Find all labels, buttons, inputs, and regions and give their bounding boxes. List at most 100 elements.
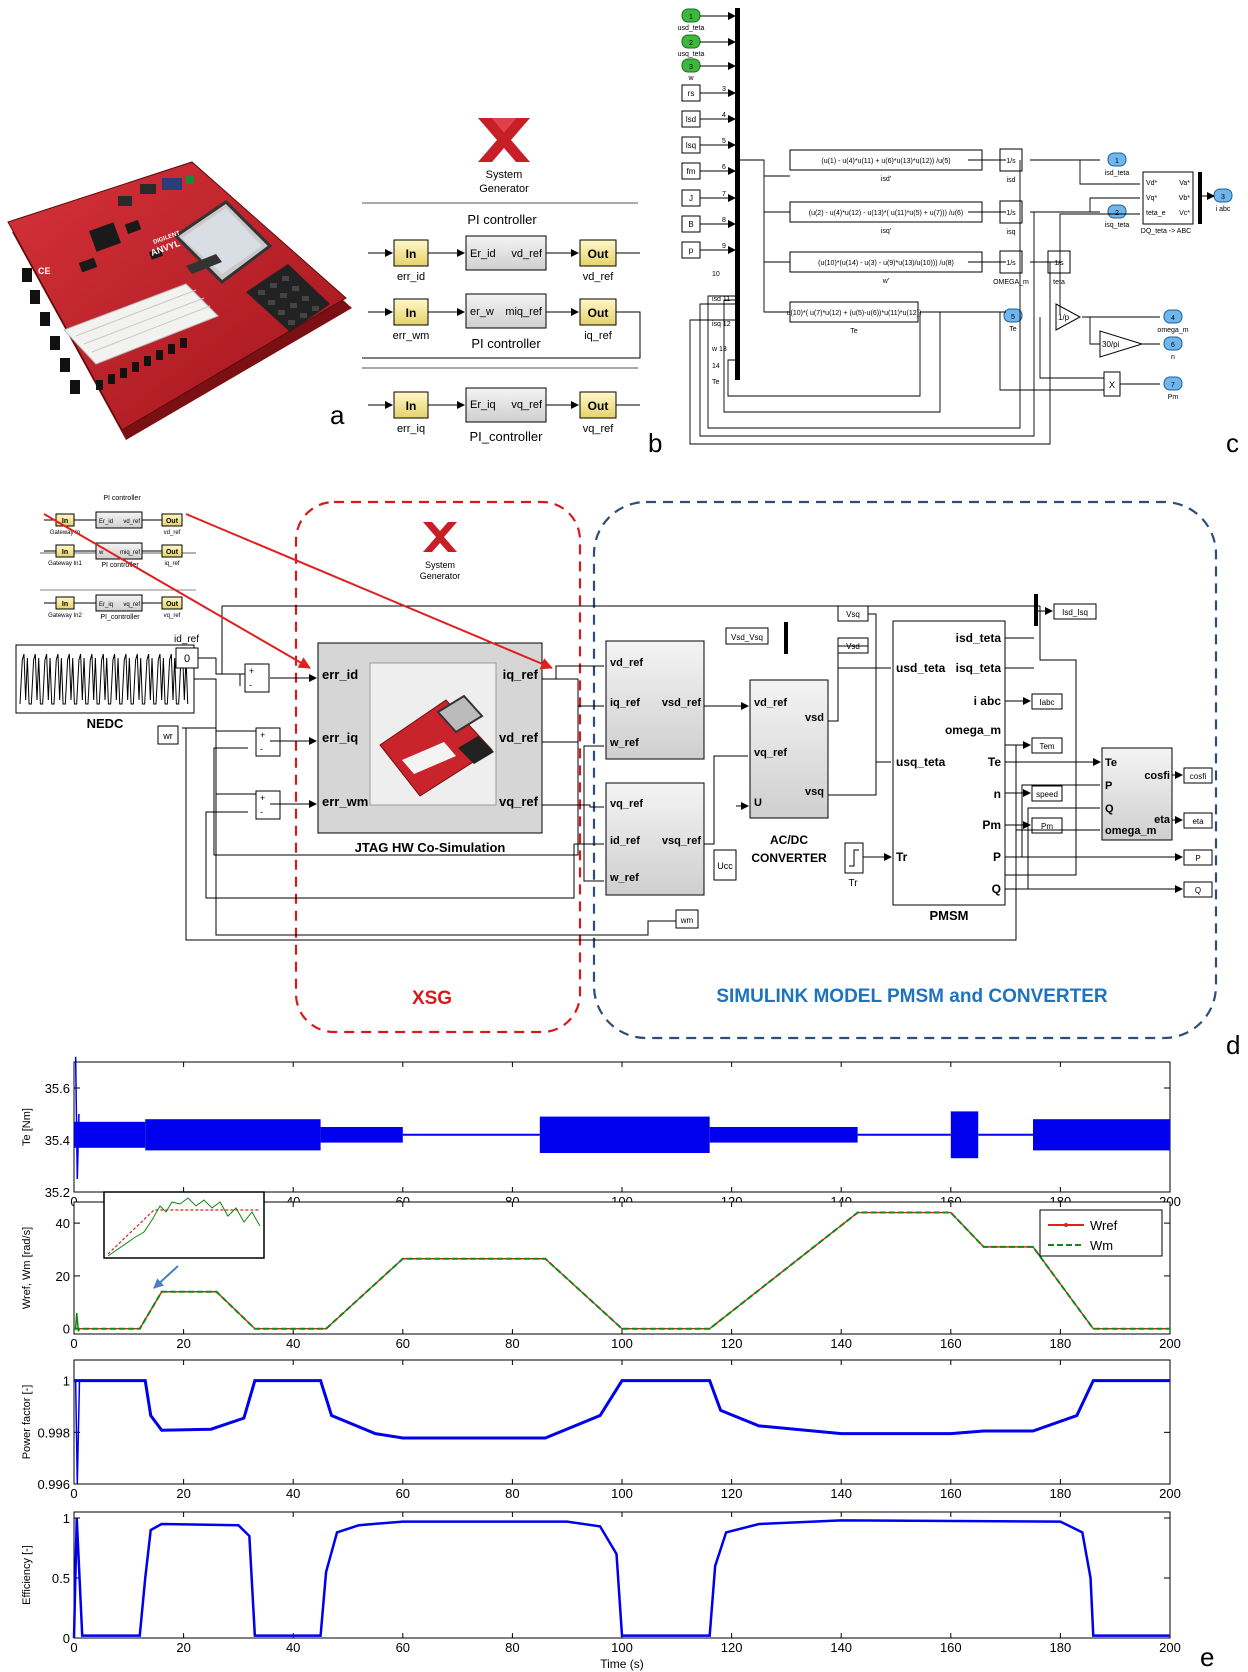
mux-bar bbox=[735, 8, 740, 380]
x-tick-label: 200 bbox=[1159, 1336, 1181, 1351]
gateway-out-text: Out bbox=[588, 247, 609, 261]
eff-port: P bbox=[1105, 780, 1112, 792]
y-axis-label: Power factor [-] bbox=[21, 1385, 33, 1460]
jtag-port-in: err_iq bbox=[322, 730, 358, 745]
x-tick-label: 0 bbox=[70, 1336, 77, 1351]
mini-header: PI controller bbox=[103, 495, 141, 502]
sum-sign: + bbox=[260, 793, 265, 803]
mini-port: Er_iq bbox=[99, 602, 113, 608]
x-tick-label: 80 bbox=[505, 1336, 519, 1351]
sysgen-line2: Generator bbox=[479, 183, 529, 195]
bus-index: 14 bbox=[712, 363, 720, 370]
jtag-port-in: err_wm bbox=[322, 794, 368, 809]
outport-number: 6 bbox=[1171, 342, 1175, 349]
sum-sign: - bbox=[260, 807, 263, 817]
inport-label: usd_teta bbox=[678, 25, 705, 32]
inport-label: usq_teta bbox=[678, 51, 705, 58]
y-tick-label: 0.5 bbox=[52, 1571, 70, 1586]
sub2-port: id_ref bbox=[610, 835, 640, 847]
fcn-expression: (u(10)*(u(14) - u(3) - u(9)*u(13)/u(10))… bbox=[818, 260, 954, 267]
pmsm-out-port: omega_m bbox=[945, 723, 1001, 737]
mini-out-label: iq_ref bbox=[164, 561, 179, 567]
const-zero-text: 0 bbox=[184, 653, 190, 665]
dq-port: teta_e bbox=[1146, 210, 1166, 217]
x-tick-label: 180 bbox=[1050, 1640, 1072, 1655]
legend-label: Wref bbox=[1090, 1218, 1118, 1233]
pmsm-label: PMSM bbox=[930, 908, 969, 923]
bus-index: isq 12 bbox=[712, 321, 731, 328]
mini-port: vq_ref bbox=[123, 602, 140, 608]
sysgen-line1: System bbox=[486, 169, 523, 181]
port-out-text: vq_ref bbox=[511, 399, 543, 411]
panel-label-d: d bbox=[1226, 1030, 1240, 1060]
mini-out-label: vq_ref bbox=[164, 613, 181, 619]
x-tick-label: 120 bbox=[721, 1486, 743, 1501]
xilinx-logo-small bbox=[423, 522, 457, 552]
pmsm-out-port: Q bbox=[992, 882, 1001, 896]
mini-sub-label: PI_controller bbox=[100, 614, 140, 621]
mini-out-text: Out bbox=[166, 601, 179, 608]
y-tick-label: 1 bbox=[63, 1374, 70, 1389]
simulink-label: SIMULINK MODEL PMSM and CONVERTER bbox=[716, 986, 1108, 1007]
gateway-in-label: err_iq bbox=[397, 423, 425, 435]
sum-sign: + bbox=[260, 730, 265, 740]
mini-in-label: Gateway In2 bbox=[48, 613, 82, 619]
mini-in-label: Gateway In1 bbox=[48, 561, 82, 567]
x-tick-label: 20 bbox=[176, 1336, 190, 1351]
pmsm-out-port: Te bbox=[988, 755, 1001, 769]
x-tick-label: 180 bbox=[1050, 1486, 1072, 1501]
eff-port: Q bbox=[1105, 803, 1114, 815]
gateway-out-text: Out bbox=[588, 399, 609, 413]
x-tick-label: 60 bbox=[396, 1336, 410, 1351]
mini-out-label: vd_ref bbox=[164, 530, 181, 536]
gateway-in-label: err_id bbox=[397, 271, 425, 283]
fcn-label: isq' bbox=[881, 228, 891, 235]
constant-name: lsd bbox=[686, 115, 696, 124]
outport-label: Te bbox=[1009, 326, 1017, 333]
outport-number: 3 bbox=[1221, 194, 1225, 201]
zoom-inset bbox=[104, 1192, 264, 1258]
x-tick-label: 180 bbox=[1050, 1336, 1072, 1351]
x-tick-label: 140 bbox=[830, 1640, 852, 1655]
te-ripple-band bbox=[145, 1119, 320, 1150]
x-axis-label: Time (s) bbox=[600, 1657, 644, 1671]
x-tick-label: 0 bbox=[70, 1640, 77, 1655]
goto-text: Tem bbox=[1039, 742, 1054, 751]
gateway-out-label: iq_ref bbox=[584, 330, 612, 342]
x-tick-label: 160 bbox=[940, 1336, 962, 1351]
gateway-out-label: vq_ref bbox=[583, 423, 615, 435]
conv-port: vd_ref bbox=[754, 697, 787, 709]
pi-header: PI controller bbox=[467, 212, 537, 227]
gateway-in-label: err_wm bbox=[393, 330, 430, 342]
port-in-text: er_w bbox=[470, 306, 494, 318]
ucc-text: Ucc bbox=[717, 861, 733, 871]
integrator-label: OMEGA_m bbox=[993, 279, 1029, 286]
mini-port: w bbox=[98, 550, 104, 556]
conv-port: vq_ref bbox=[754, 747, 787, 759]
integrator-text: 1/s bbox=[1006, 158, 1016, 165]
mini-in-text: In bbox=[62, 601, 68, 608]
pmsm-port: usq_teta bbox=[896, 755, 946, 769]
sum-sign: - bbox=[260, 744, 263, 754]
fcn-label: isd' bbox=[881, 176, 891, 183]
conv-port: vsq bbox=[805, 786, 824, 798]
outport-label: isd_teta bbox=[1105, 170, 1130, 177]
x-tick-label: 120 bbox=[721, 1336, 743, 1351]
x-tick-label: 160 bbox=[940, 1640, 962, 1655]
pmsm-port: usd_teta bbox=[896, 661, 946, 675]
inport-label: w bbox=[687, 75, 694, 82]
y-tick-label: 35.2 bbox=[45, 1185, 70, 1200]
outport-label: n bbox=[1171, 354, 1175, 361]
pmsm-out-port: P bbox=[993, 850, 1001, 864]
bus-index: 7 bbox=[722, 191, 726, 198]
product-text: X bbox=[1109, 380, 1115, 390]
dq-port: Vd* bbox=[1146, 180, 1158, 187]
bus-index: 6 bbox=[722, 164, 726, 171]
x-tick-label: 20 bbox=[176, 1640, 190, 1655]
sub2-out: vsq_ref bbox=[662, 835, 701, 847]
chart-3: 0204060801001201401601802000.9960.9981Po… bbox=[21, 1360, 1181, 1501]
y-axis-label: Wref, Wm [rad/s] bbox=[21, 1227, 33, 1309]
fcn-expression: u(10)*( u(7)*u(12) + (u(5)-u(6))*u(11)*u… bbox=[787, 310, 922, 317]
